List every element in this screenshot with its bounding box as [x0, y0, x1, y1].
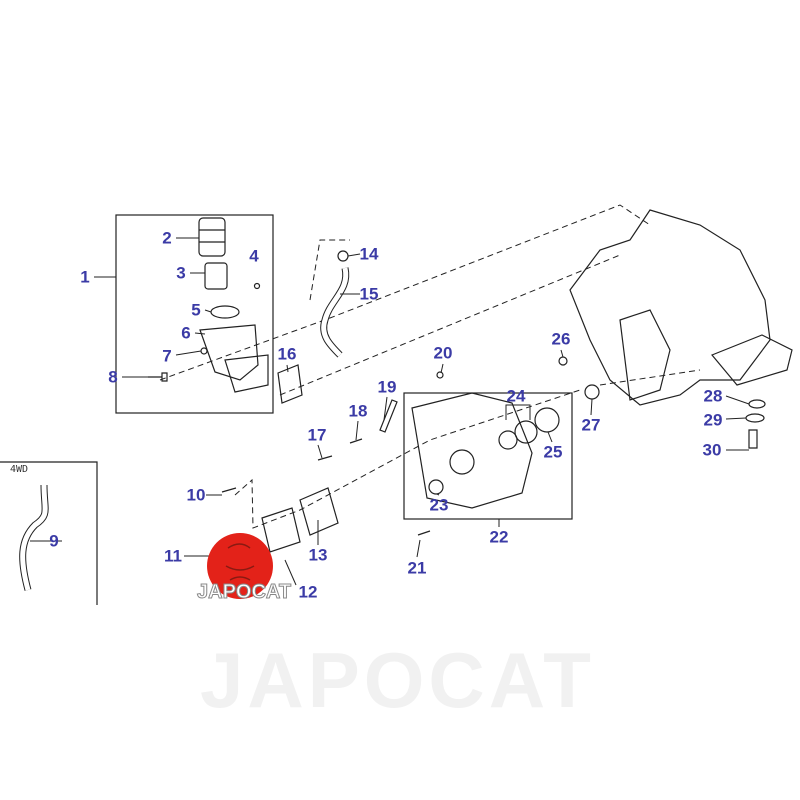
callout-6: 6: [181, 323, 191, 343]
callout-7: 7: [162, 346, 172, 366]
callout-28: 28: [703, 386, 723, 406]
dashed-guides: [159, 204, 701, 529]
callout-18: 18: [348, 401, 368, 421]
callout-13: 13: [308, 545, 328, 565]
callout-29: 29: [703, 410, 723, 430]
oil-pan: [711, 334, 793, 386]
callout-9: 9: [49, 531, 59, 551]
leader-lines: [30, 237, 750, 586]
front-cover-box: [403, 392, 573, 520]
engine-block: [569, 209, 771, 406]
callout-26: 26: [551, 329, 571, 349]
callout-17: 17: [307, 425, 327, 445]
callout-1: 1: [80, 267, 90, 287]
front-cover-22: [411, 392, 533, 509]
variant-note-4wd: 4WD: [10, 464, 29, 475]
callout-5: 5: [191, 300, 201, 320]
callout-22: 22: [489, 527, 509, 547]
callout-11: 11: [164, 546, 182, 566]
callout-15: 15: [359, 284, 379, 304]
callout-14: 14: [359, 244, 379, 264]
callout-25: 25: [543, 442, 563, 462]
callout-23: 23: [429, 495, 449, 515]
oil-filter-assembly-box: [115, 214, 274, 414]
pump-12: [261, 507, 301, 553]
callout-3: 3: [176, 263, 186, 283]
callout-19: 19: [377, 377, 397, 397]
callout-2: 2: [162, 228, 172, 248]
gasket-16: [277, 364, 303, 404]
callout-27: 27: [581, 415, 601, 435]
callout-12: 12: [298, 582, 318, 602]
oil-filter-parts: [148, 217, 269, 393]
callout-16: 16: [277, 344, 297, 364]
callout-30: 30: [702, 440, 722, 460]
callout-4: 4: [249, 246, 259, 266]
4wd-box: [0, 461, 98, 605]
callout-10: 10: [186, 485, 206, 505]
logo-circle: [207, 533, 273, 599]
logo-text: JAPOCAT: [196, 581, 292, 604]
callout-21: 21: [407, 558, 427, 578]
watermark: JAPOCAT: [200, 636, 595, 724]
callout-24: 24: [506, 386, 526, 406]
callout-8: 8: [108, 367, 118, 387]
callout-20: 20: [433, 343, 453, 363]
cover-13: [299, 487, 339, 536]
